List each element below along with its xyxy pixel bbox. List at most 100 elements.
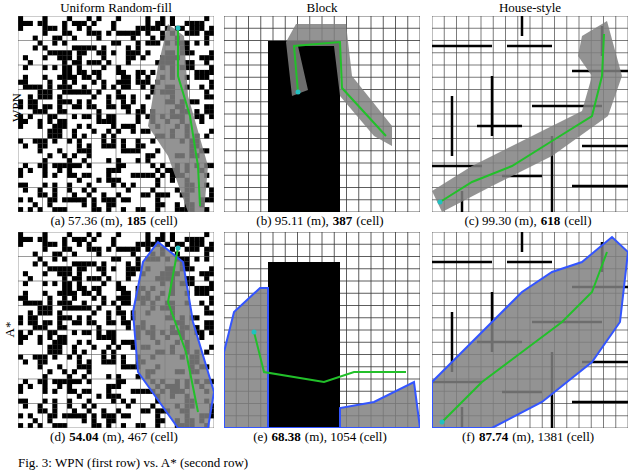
obstacle-cell [101,50,106,55]
planned-path [294,42,386,136]
obstacle-cell [62,266,67,271]
obstacle-cell [47,310,52,315]
obstacle-cell [62,55,67,60]
panel-caption: (c) 99.30 (m),618(cell) [425,213,635,228]
obstacle-cell [47,242,52,247]
obstacle-cell [62,31,67,36]
obstacle-cell [106,310,111,315]
obstacle-cell [175,188,180,193]
obstacle-cell [145,237,150,242]
obstacle-cell [126,60,131,65]
obstacle-cell [116,168,121,173]
obstacle-cell [92,207,97,212]
obstacle-cell [77,178,82,183]
obstacle-cell [67,232,72,237]
obstacle-cell [116,94,121,99]
obstacle-cell [77,237,82,242]
obstacle-cell [67,384,72,389]
obstacle-cell [18,296,23,301]
obstacle-cell [141,26,146,31]
obstacle-cell [33,202,38,207]
obstacle-cell [77,315,82,320]
obstacle-cell [92,286,97,291]
obstacle-cell [87,369,92,374]
obstacle-cell [136,423,141,428]
obstacle-cell [204,104,209,109]
obstacle-cell [111,143,116,148]
obstacle-cell [204,310,209,315]
obstacle-cell [23,271,28,276]
obstacle-cell [18,168,23,173]
obstacle-cell [194,315,199,320]
obstacle-cell [87,320,92,325]
obstacle-cell [126,364,131,369]
house-wall [507,261,552,264]
start-point [176,246,181,251]
obstacle-cell [47,266,52,271]
start-point [440,420,445,425]
obstacle-cell [204,109,209,114]
obstacle-cell [43,242,48,247]
obstacle-cell [126,188,131,193]
obstacle-cell [106,114,111,119]
obstacle-cell [62,379,67,384]
obstacle-cell [52,41,57,46]
obstacle-cell [57,109,62,114]
obstacle-cell [43,168,48,173]
obstacle-cell [116,129,121,134]
obstacle-cell [131,94,136,99]
obstacle-cell [87,291,92,296]
obstacle-cell [96,109,101,114]
obstacle-cell [62,296,67,301]
obstacle-cell [87,75,92,80]
obstacle-cell [62,163,67,168]
obstacle-cell [23,359,28,364]
obstacle-cell [170,232,175,237]
obstacle-cell [111,119,116,124]
obstacle-cell [96,178,101,183]
obstacle-cell [204,276,209,281]
obstacle-cell [52,266,57,271]
obstacle-cell [23,85,28,90]
obstacle-cell [190,266,195,271]
house-wall [432,261,492,264]
obstacle-cell [131,55,136,60]
obstacle-cell [92,345,97,350]
obstacle-cell [38,340,43,345]
panel-caption: (a) 57.36 (m),185(cell) [11,213,221,228]
obstacle-cell [28,99,33,104]
obstacle-cell [204,90,209,95]
obstacle-cell [77,143,82,148]
obstacle-cell [72,114,77,119]
obstacle-cell [121,291,126,296]
obstacle-cell [126,104,131,109]
obstacle-cell [18,389,23,394]
obstacle-cell [136,207,141,212]
obstacle-cell [23,301,28,306]
obstacle-cell [209,271,214,276]
obstacle-cell [43,192,48,197]
obstacle-cell [67,158,72,163]
obstacle-cell [209,50,214,55]
obstacle-cell [96,232,101,237]
obstacle-cell [96,31,101,36]
obstacle-cell [33,325,38,330]
obstacle-cell [101,350,106,355]
obstacle-cell [38,237,43,242]
obstacle-cell [82,418,87,423]
obstacle-cell [57,271,62,276]
obstacle-cell [160,192,165,197]
obstacle-cell [126,340,131,345]
obstacle-cell [47,335,52,340]
grid-map [432,232,628,428]
obstacle-cell [111,394,116,399]
obstacle-cell [190,242,195,247]
obstacle-cell [96,291,101,296]
obstacle-cell [101,301,106,306]
obstacle-cell [62,75,67,80]
obstacle-cell [62,291,67,296]
obstacle-cell [33,261,38,266]
obstacle-cell [190,21,195,26]
obstacle-cell [121,183,126,188]
obstacle-cell [106,94,111,99]
